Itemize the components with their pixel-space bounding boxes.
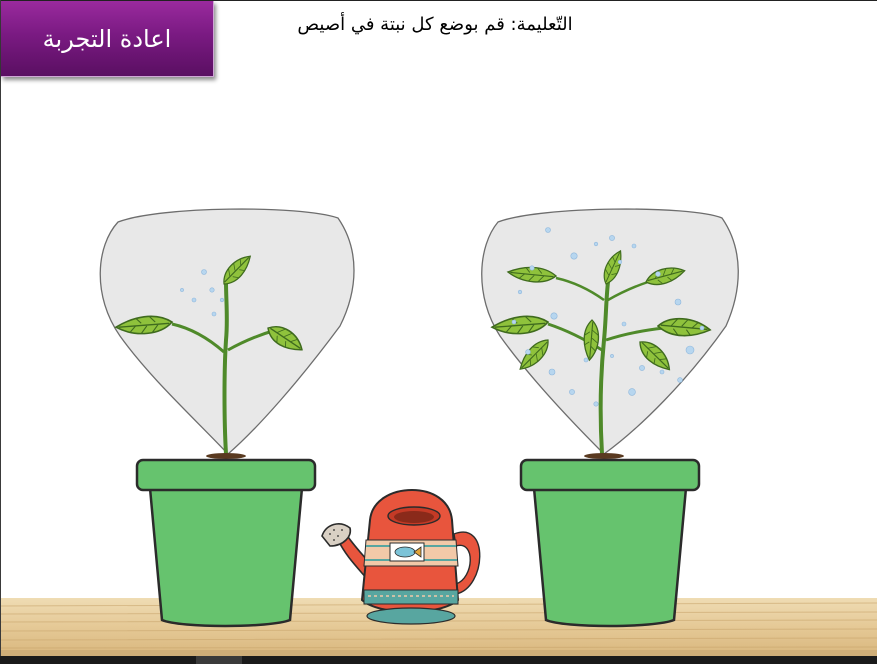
plant-left[interactable] bbox=[99, 208, 355, 628]
top-border bbox=[0, 0, 877, 1]
watering-can-icon[interactable] bbox=[321, 488, 481, 625]
bottom-bar-segment bbox=[196, 656, 242, 664]
instruction-text: التّعليمة: قم بوضع كل نبتة في أصيص bbox=[297, 14, 573, 35]
bottom-bar bbox=[0, 656, 877, 664]
fish-icon bbox=[389, 542, 425, 562]
retry-button-label: اعادة التجربة bbox=[42, 24, 172, 53]
plant-right[interactable] bbox=[481, 208, 739, 628]
retry-button[interactable]: اعادة التجربة bbox=[1, 1, 214, 77]
left-border bbox=[0, 0, 1, 664]
